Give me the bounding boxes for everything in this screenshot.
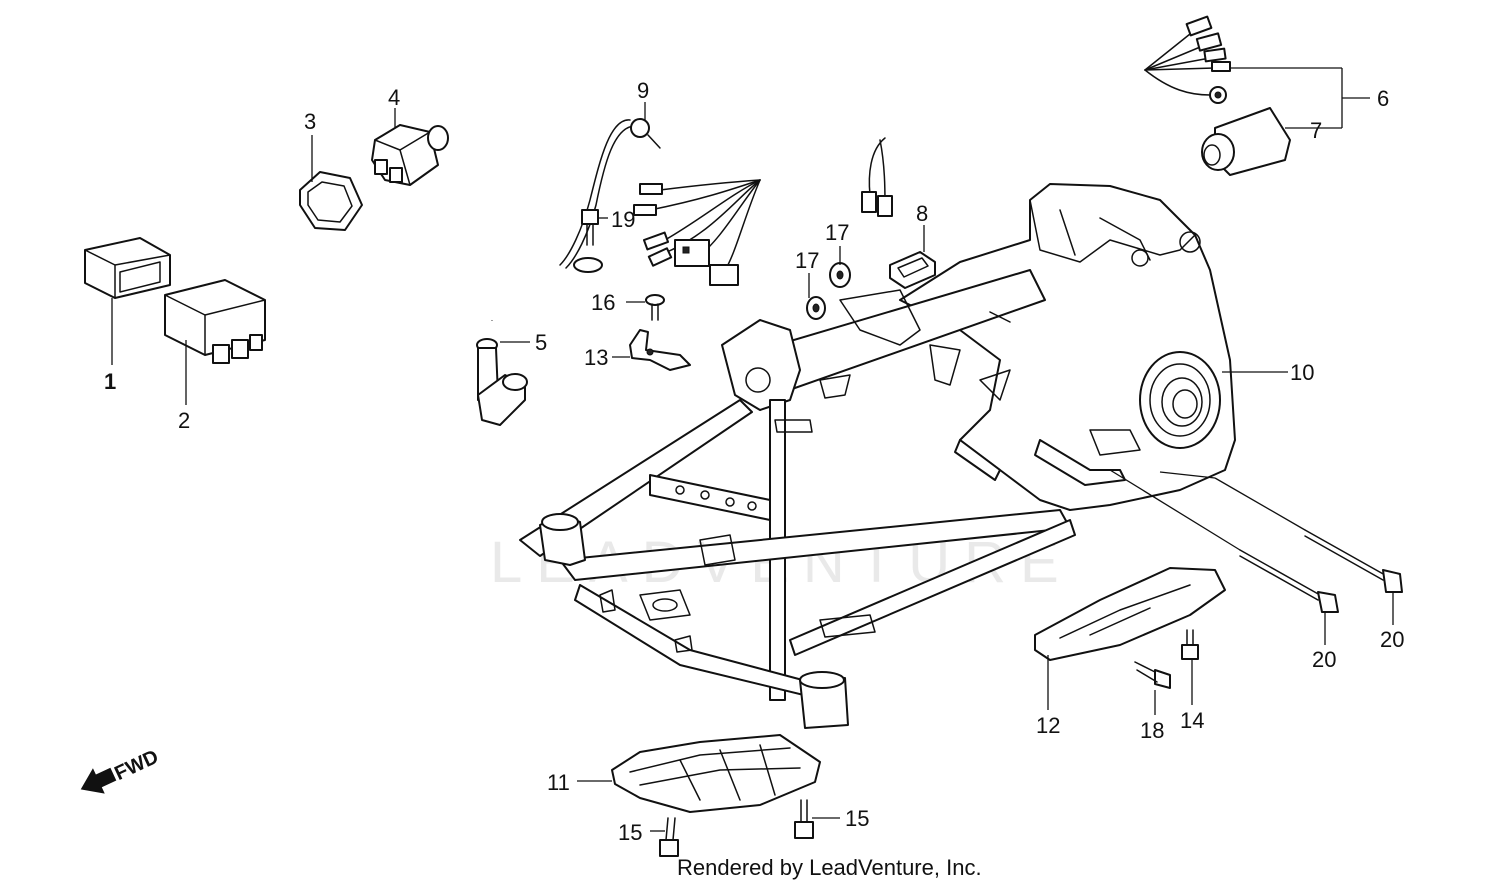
part-15-bolt-right [794, 799, 814, 839]
callout-15-right: 15 [845, 806, 869, 831]
callout-5: 5 [535, 330, 547, 355]
part-3-holder [299, 171, 363, 231]
callout-8: 8 [916, 201, 928, 226]
callout-20-right: 20 [1380, 627, 1404, 652]
part-14-bolt [1181, 629, 1199, 660]
part-5-plug-cap [476, 338, 528, 426]
callout-18: 18 [1140, 718, 1164, 743]
part-8-grommet [889, 251, 936, 289]
callout-17-lower: 17 [795, 248, 819, 273]
fwd-label: FWD [111, 746, 162, 785]
part-12-plate [1034, 567, 1226, 661]
part-20-bolt-right [1304, 529, 1403, 593]
wire-harness [559, 15, 1231, 286]
part-15-bolt-left [659, 817, 679, 857]
callout-3: 3 [304, 109, 316, 134]
callout-15-left: 15 [618, 820, 642, 845]
frame-body [519, 183, 1236, 729]
credit-text: Rendered by LeadVenture, Inc. [677, 855, 982, 880]
callout-16: 16 [591, 290, 615, 315]
callout-labels: 1 2 3 4 5 6 7 8 9 10 11 12 13 14 15 15 1… [104, 78, 1404, 845]
callout-19: 19 [611, 207, 635, 232]
callout-6: 6 [1377, 86, 1389, 111]
callout-12: 12 [1036, 713, 1060, 738]
part-17-collar-lower [806, 296, 826, 320]
fwd-arrow-icon [80, 767, 117, 794]
callout-13: 13 [584, 345, 608, 370]
part-11-skid-plate [611, 734, 821, 813]
callout-1: 1 [104, 369, 116, 394]
part-17-collar-upper [829, 262, 851, 288]
callout-7: 7 [1310, 118, 1322, 143]
callout-17-upper: 17 [825, 220, 849, 245]
callout-10: 10 [1290, 360, 1314, 385]
leader-lines [111, 67, 1394, 832]
fwd-direction-indicator: FWD [80, 746, 162, 794]
part-4-ignition-coil [371, 118, 500, 321]
part-18-bolt [1134, 661, 1171, 689]
part-19-bolt [581, 209, 599, 246]
callout-9: 9 [637, 78, 649, 103]
part-1-cover [84, 237, 171, 299]
callout-11: 11 [547, 770, 570, 795]
callout-4: 4 [388, 85, 400, 110]
callout-20-left: 20 [1312, 647, 1336, 672]
part-20-bolt-left [1239, 549, 1339, 613]
part-2-relay [164, 279, 266, 364]
part-16-screw [645, 294, 665, 321]
callout-14: 14 [1180, 708, 1204, 733]
part-7-sleeve [1201, 107, 1291, 176]
callout-2: 2 [178, 408, 190, 433]
part-13-bracket [629, 329, 691, 371]
